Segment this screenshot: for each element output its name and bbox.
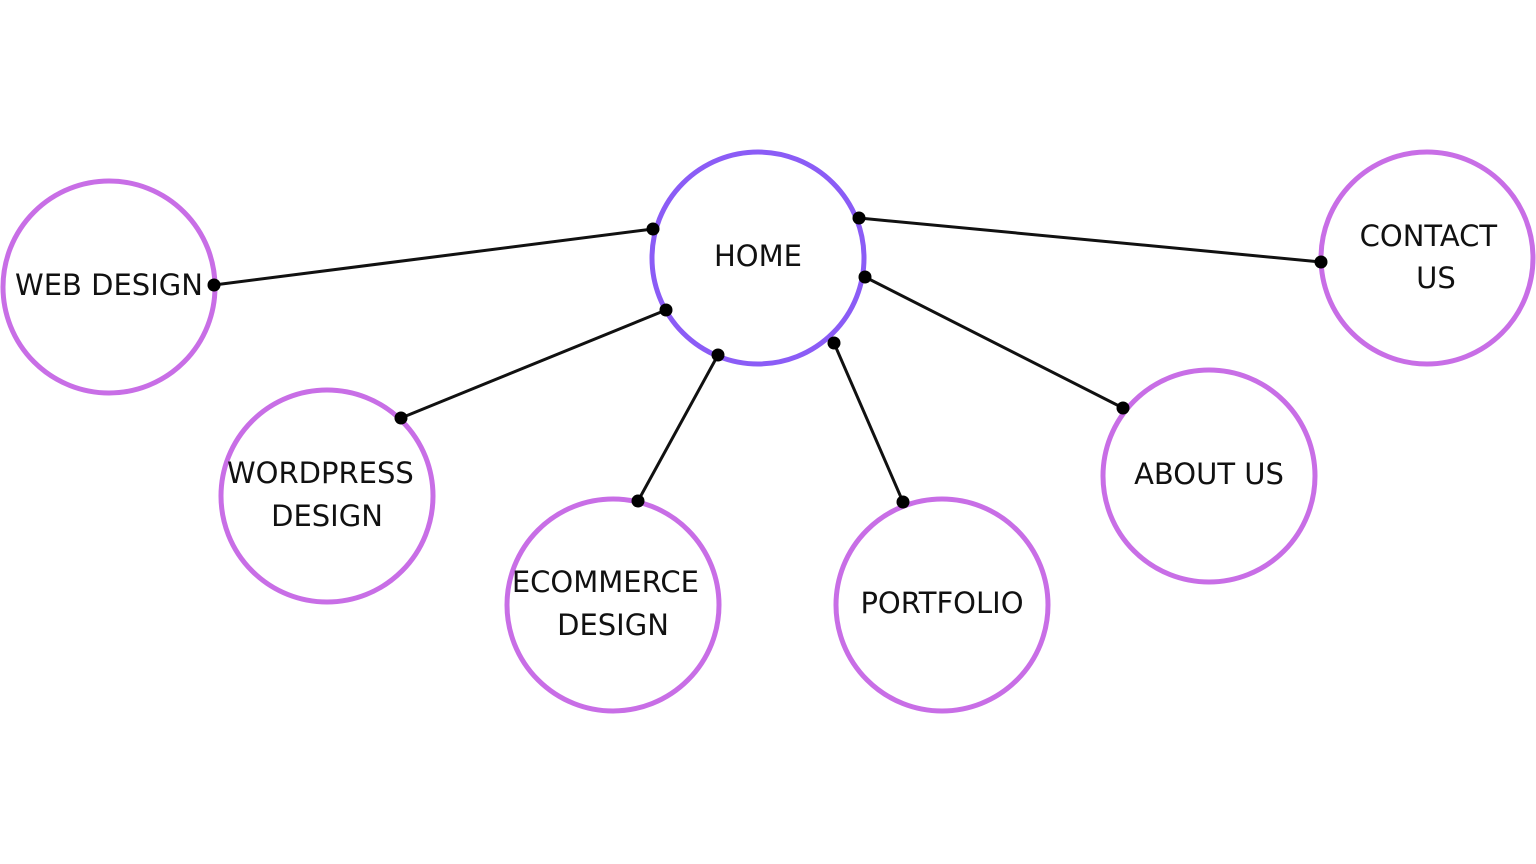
- node-wordpress-design[interactable]: WORDPRESS DESIGN: [218, 387, 436, 605]
- edge-home-about-us: [863, 275, 1125, 410]
- endpoint-dot: [852, 211, 866, 225]
- node-ecommerce-design[interactable]: ECOMMERCE DESIGN: [504, 496, 722, 714]
- node-ecommerce-design-label-line-2: DESIGN: [557, 608, 669, 642]
- node-ecommerce-design-label: ECOMMERCE DESIGN: [512, 565, 708, 642]
- node-portfolio-label-line-1: PORTFOLIO: [860, 586, 1023, 620]
- endpoint-dot: [896, 495, 910, 509]
- node-contact-us-circle: [1318, 149, 1536, 367]
- endpoints: [207, 211, 1328, 509]
- edge-home-wordpress-design: [399, 308, 668, 420]
- node-home-label: HOME: [714, 239, 802, 273]
- node-about-us[interactable]: ABOUT US: [1100, 367, 1318, 585]
- endpoint-dot: [646, 222, 660, 236]
- endpoint-dot: [711, 348, 725, 362]
- node-web-design-label-line-1: WEB DESIGN: [15, 268, 203, 302]
- node-portfolio-label: PORTFOLIO: [860, 586, 1023, 620]
- node-contact-us-label: CONTACT US: [1360, 219, 1507, 295]
- edge-home-ecommerce-design: [636, 353, 720, 503]
- endpoint-dot: [827, 336, 841, 350]
- endpoint-dot: [1116, 401, 1130, 415]
- edge-home-contact-us: [857, 216, 1323, 264]
- endpoint-dot: [207, 278, 221, 292]
- node-contact-us-label-line-2: US: [1416, 261, 1456, 295]
- node-wordpress-design-label: WORDPRESS DESIGN: [227, 456, 423, 533]
- endpoint-dot: [659, 303, 673, 317]
- edge-home-web-design: [212, 227, 655, 287]
- connectors: [212, 216, 1323, 504]
- endpoint-dot: [858, 270, 872, 284]
- node-about-us-label: ABOUT US: [1134, 457, 1284, 491]
- endpoint-dot: [1314, 255, 1328, 269]
- node-web-design-label: WEB DESIGN: [15, 268, 203, 302]
- node-wordpress-design-label-line-2: DESIGN: [271, 499, 383, 533]
- node-about-us-label-line-1: ABOUT US: [1134, 457, 1284, 491]
- node-portfolio[interactable]: PORTFOLIO: [833, 496, 1051, 714]
- edge-home-portfolio: [832, 341, 905, 504]
- node-ecommerce-design-circle: [504, 496, 722, 714]
- node-home-label-line-1: HOME: [714, 239, 802, 273]
- node-wordpress-design-circle: [218, 387, 436, 605]
- node-wordpress-design-label-line-1: WORDPRESS: [227, 456, 414, 490]
- node-contact-us[interactable]: CONTACT US: [1318, 149, 1536, 367]
- endpoint-dot: [394, 411, 408, 425]
- node-home[interactable]: HOME: [649, 149, 867, 367]
- node-contact-us-label-line-1: CONTACT: [1360, 219, 1498, 253]
- node-portfolio-circle: [833, 496, 1051, 714]
- node-about-us-circle: [1100, 367, 1318, 585]
- endpoint-dot: [631, 494, 645, 508]
- node-web-design[interactable]: WEB DESIGN: [0, 178, 218, 396]
- node-home-circle: [649, 149, 867, 367]
- node-ecommerce-design-label-line-1: ECOMMERCE: [512, 565, 699, 599]
